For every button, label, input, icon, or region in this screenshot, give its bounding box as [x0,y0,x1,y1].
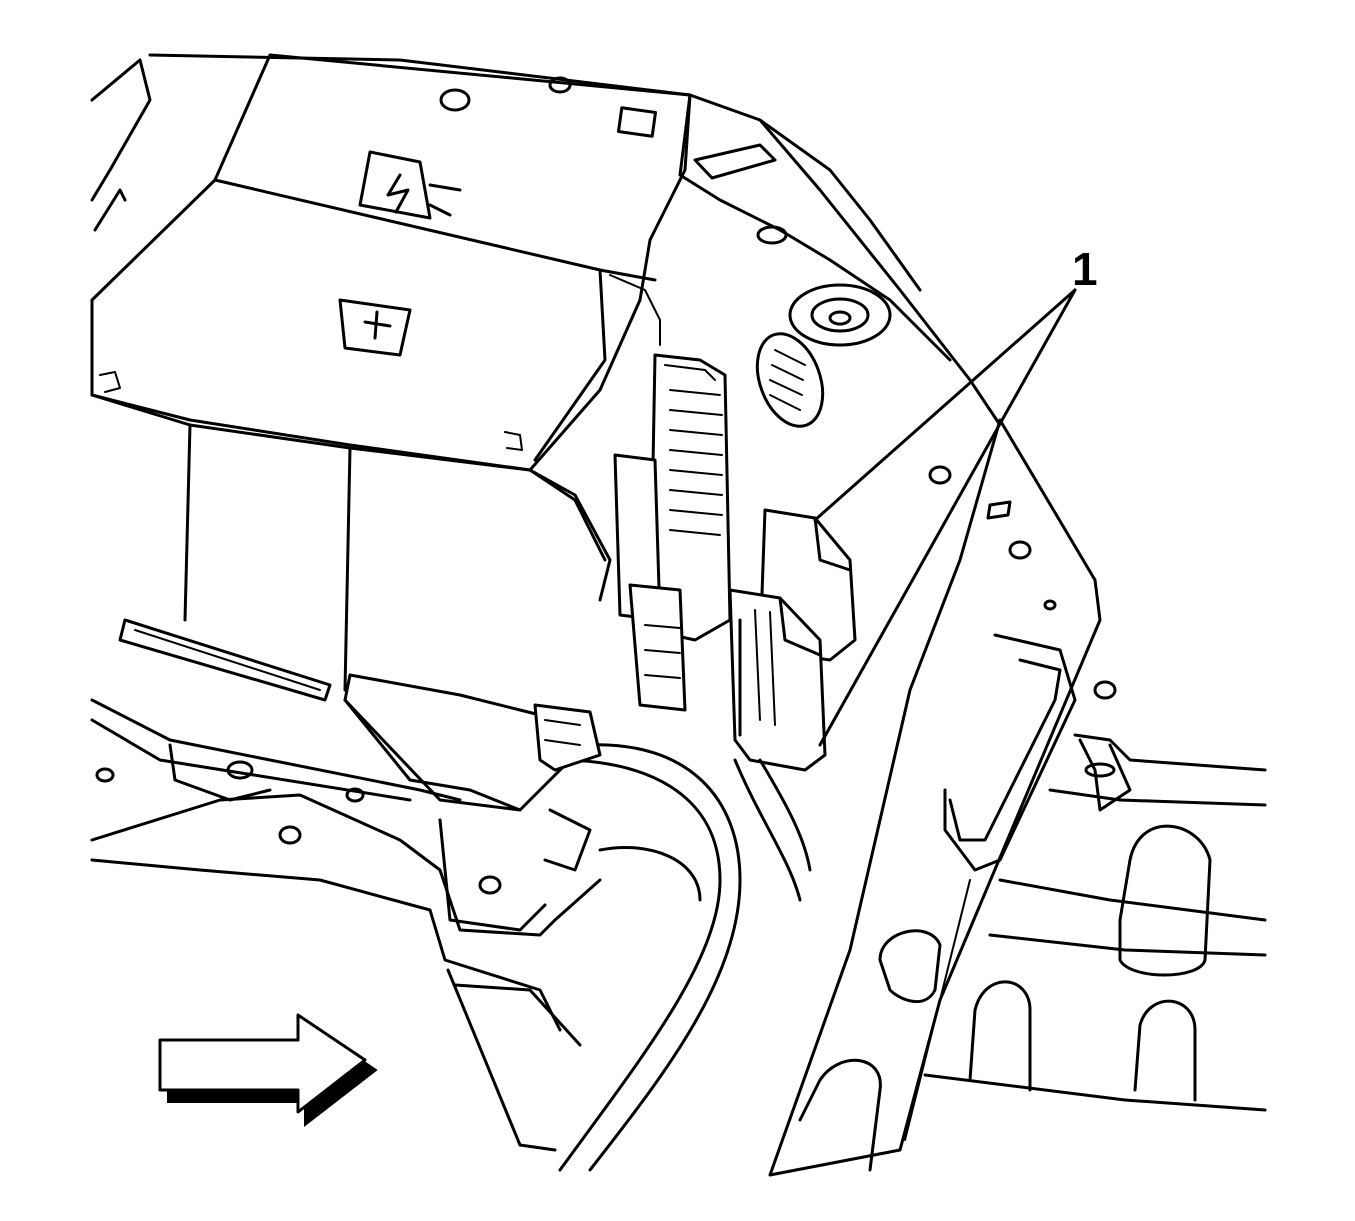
cross-member [768,418,1102,1177]
leader-line [818,288,1077,747]
callout-1: 1 [813,243,1098,747]
floor-rails [798,680,1267,1172]
lower-body-structure [90,793,602,1152]
fuse-relay-symbol-icon [358,150,462,220]
leader-line [813,288,1077,522]
upper-body-structure [90,53,1012,442]
fuse-block-connectors [613,353,732,712]
fuse-block-housing [90,53,692,692]
module-harness-connectors [728,332,857,772]
battery-symbol-icon [338,298,412,357]
lower-bracket [90,618,602,812]
direction-arrow-icon [158,1013,378,1128]
wiring-harness [558,743,812,1172]
lid-markings [99,371,523,451]
callout-label: 1 [1072,243,1098,295]
